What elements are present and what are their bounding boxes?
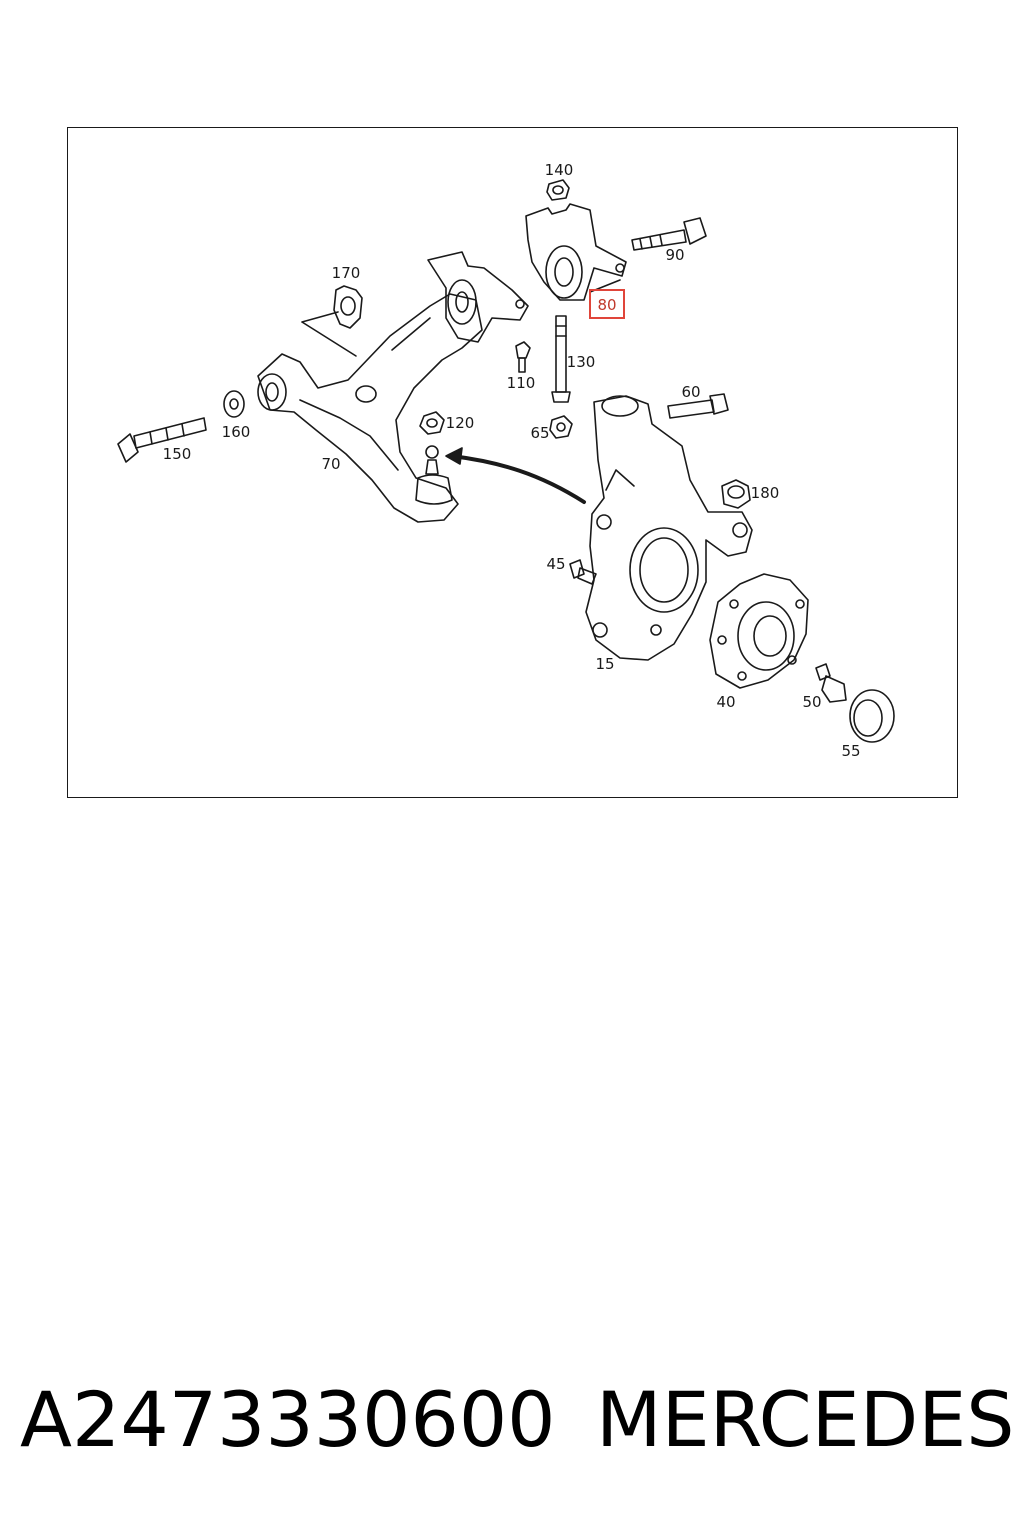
control-arm-70 [257,251,529,523]
diagram-frame [67,127,958,798]
callout-50: 50 [802,693,821,711]
callout-45: 45 [546,555,565,573]
callout-55: 55 [841,742,860,760]
callout-60: 60 [681,383,700,401]
bolt-130 [551,315,571,403]
footer-caption: A2473330600 MERCEDES [0,1372,1024,1472]
nut-140 [546,179,570,201]
callout-15: 15 [595,655,614,673]
callout-90: 90 [665,246,684,264]
callout-70: 70 [321,455,340,473]
ball-joint [415,445,453,505]
assembly-arrow-head [445,447,463,465]
callout-180: 180 [751,484,780,502]
part-number: A2473330600 [20,1375,556,1464]
nut-120 [419,411,445,435]
bolt-150 [117,417,207,463]
callout-80-highlight-box [589,289,625,319]
bracket-170 [333,285,363,329]
cap-55 [849,689,895,743]
callout-110: 110 [507,374,536,392]
exploded-parts-diagram: 140 90 170 80 130 110 60 160 120 65 150 … [117,161,895,760]
callout-65: 65 [530,424,549,442]
callout-40: 40 [716,693,735,711]
bolt-45 [569,559,597,585]
callout-80: 80 [597,296,616,314]
bushing-80 [525,203,627,301]
callout-120: 120 [446,414,475,432]
hub-40 [709,573,809,689]
knuckle-15 [585,395,753,661]
bolt-90 [631,217,707,251]
callout-150: 150 [163,445,192,463]
assembly-arrow [450,454,586,504]
brand-name: MERCEDES [596,1375,1015,1464]
bolt-110 [515,341,531,373]
nut-180 [721,479,751,509]
callout-170: 170 [332,264,361,282]
nut-65 [549,415,573,439]
bolt-60 [667,393,729,419]
bolt-50 [815,663,847,703]
callout-140: 140 [545,161,574,179]
washer-160 [223,390,245,418]
callout-130: 130 [567,353,596,371]
callout-160: 160 [222,423,251,441]
bracket-170-leader [301,311,357,357]
